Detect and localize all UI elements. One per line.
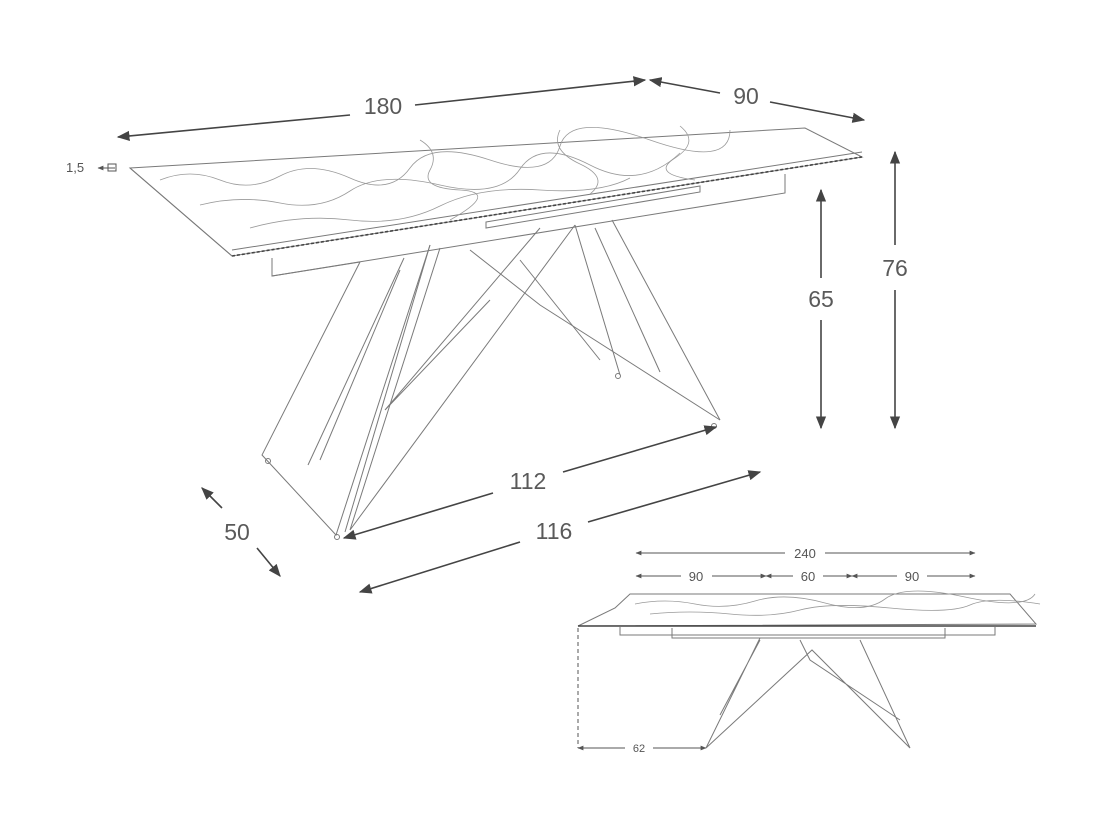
inner-base-dim-line-right (562, 425, 718, 473)
outer-base-label: 116 (536, 518, 573, 544)
outer-base-dim-line-left (358, 541, 521, 594)
outer-base-dim-line-right (587, 470, 762, 523)
extended-total-label: 240 (794, 546, 816, 561)
main-table-illustration (128, 125, 864, 540)
width-label: 90 (733, 83, 759, 109)
dimension-lines (97, 76, 901, 594)
length-dim-line-left (116, 114, 351, 142)
width-dim-line-right (769, 101, 866, 123)
depth-dim-line-top (201, 487, 223, 509)
clearance-height-label: 65 (808, 286, 834, 312)
depth-dim-line-bottom (256, 547, 281, 577)
total-height-label: 76 (882, 255, 908, 281)
extended-dimension-lines (577, 550, 976, 751)
inner-base-label: 112 (510, 468, 547, 494)
inner-base-dim-line-left (342, 492, 494, 540)
length-label: 180 (364, 93, 402, 119)
overhang-label: 62 (633, 743, 645, 755)
extended-right-label: 90 (905, 569, 919, 584)
table-top (128, 125, 864, 257)
table-legs (261, 219, 721, 540)
leg-depth-label: 50 (224, 519, 250, 545)
top-thickness-label: 1,5 (66, 160, 84, 175)
table-apron (271, 174, 786, 277)
extended-left-label: 90 (689, 569, 703, 584)
length-dim-line-right (414, 76, 647, 106)
extended-table-illustration (577, 590, 1041, 749)
extended-middle-label: 60 (801, 569, 815, 584)
width-dim-line-left (648, 77, 721, 94)
